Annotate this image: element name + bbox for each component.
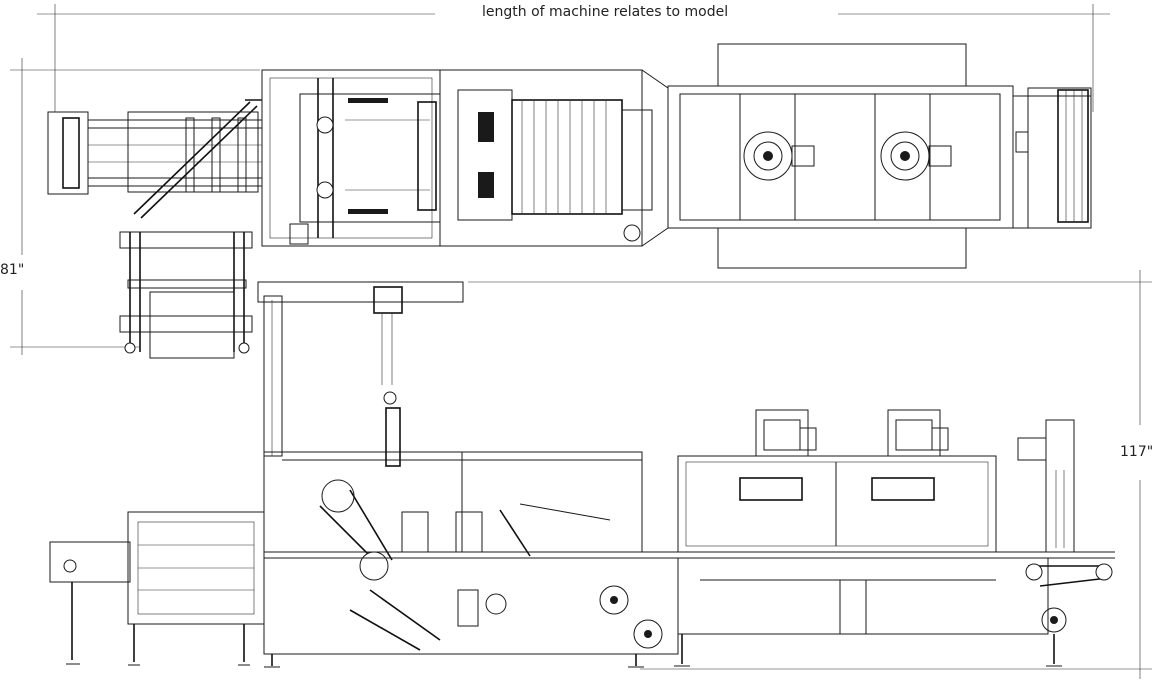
top-film-roll-holder — [119, 231, 253, 359]
width-dimension-line — [10, 58, 260, 355]
height-dimension-line — [468, 270, 1152, 679]
side-infeed — [49, 511, 265, 666]
top-sealing-section — [439, 69, 669, 247]
side-view — [49, 281, 1115, 668]
top-fan-right — [880, 131, 952, 181]
length-dimension-line — [37, 4, 1110, 112]
height-label: 117" — [1120, 444, 1154, 460]
top-forming-section — [261, 69, 441, 247]
top-outfeed-conveyor — [1012, 87, 1092, 229]
width-label: 81" — [0, 262, 25, 278]
side-blower-left — [739, 409, 817, 501]
side-outfeed — [1017, 419, 1113, 633]
length-label: length of machine relates to model — [482, 4, 729, 20]
top-fan-left — [743, 131, 815, 181]
top-view — [47, 43, 1092, 359]
side-blower-right — [871, 409, 949, 501]
side-hoist-gantry — [257, 281, 464, 467]
top-infeed-conveyor — [47, 99, 262, 219]
side-wrapper-body — [263, 451, 1115, 668]
top-shrink-tunnel — [667, 43, 1014, 269]
side-shrink-tunnel — [674, 409, 1062, 667]
